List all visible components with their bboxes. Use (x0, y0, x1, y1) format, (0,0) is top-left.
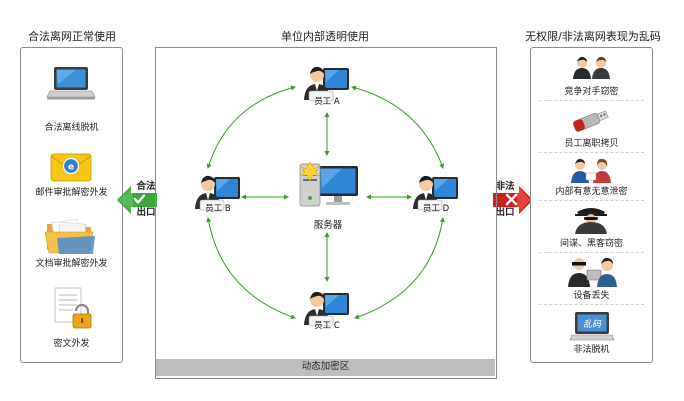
right-item-label-4: 间谍、黑客窃密 (559, 239, 623, 249)
server-icon (299, 161, 358, 207)
right-divider-3 (539, 200, 644, 201)
insider-icon (571, 158, 611, 183)
right-divider-5 (539, 304, 644, 305)
center-panel (155, 47, 497, 379)
right-item-label-2: 员工离职拷贝 (564, 139, 619, 149)
illegal-exit-text-2: 出口 (495, 207, 515, 218)
left-panel: 合法离线脱机 e 邮件审批解密外发 文档审批解密外发 密文外发 (20, 47, 123, 363)
laptop-icon (46, 67, 96, 100)
svg-text:e: e (68, 163, 74, 173)
illegal-exit-text-1: 非法 (495, 181, 515, 192)
left-item-label-3: 文档审批解密外发 (35, 259, 108, 269)
employee-b-label: 员工 B (205, 204, 231, 214)
garbled-screen-text: 乱码 (582, 320, 601, 330)
legal-exit-arrow (117, 186, 157, 214)
folder-icon (44, 218, 95, 254)
mail-icon: e (50, 153, 92, 182)
right-divider-1 (539, 100, 644, 101)
center-panel-title: 单位内部透明使用 (281, 30, 369, 43)
network-connectors (206, 85, 445, 320)
left-item-label-1: 合法离线脱机 (44, 123, 99, 133)
right-panel-title: 无权限/非法离网表现为乱码 (525, 30, 661, 43)
locked-document-icon (54, 287, 92, 329)
right-divider-2 (539, 152, 644, 153)
server-label: 服务器 (313, 220, 343, 231)
employee-d-icon (413, 175, 458, 211)
right-panel: 竞争对手窃密 员工离职拷贝 内部有意无意泄密 间谍、黑客窃密 (530, 47, 653, 363)
legal-exit-text-2: 出口 (136, 207, 156, 218)
encryption-zone-bar: 动态加密区 (156, 359, 495, 376)
illegal-exit-arrow (493, 186, 533, 214)
employee-b-icon (195, 175, 240, 211)
spy-icon (575, 208, 607, 234)
right-item-label-1: 竞争对手窃密 (564, 87, 619, 97)
thief-icon (568, 257, 617, 287)
left-item-label-2: 邮件审批解密外发 (35, 188, 108, 198)
garbled-laptop-icon (569, 312, 615, 341)
employee-d-label: 员工 D (422, 204, 450, 214)
employee-a-icon (304, 66, 349, 102)
right-item-label-5: 设备丢失 (573, 291, 610, 301)
left-item-label-4: 密文外发 (53, 339, 90, 349)
employee-a-label: 员工 A (314, 97, 340, 107)
legal-exit-text-1: 合法 (136, 181, 156, 192)
right-divider-4 (539, 252, 644, 253)
competitor-icon (573, 56, 610, 79)
right-item-label-3: 内部有意无意泄密 (555, 187, 628, 197)
employee-c-icon (304, 291, 349, 327)
usb-drive-icon (573, 110, 609, 132)
employee-c-label: 员工 C (314, 321, 340, 331)
right-item-label-6: 非法脱机 (573, 345, 610, 355)
left-panel-title: 合法离网正常使用 (28, 30, 116, 43)
